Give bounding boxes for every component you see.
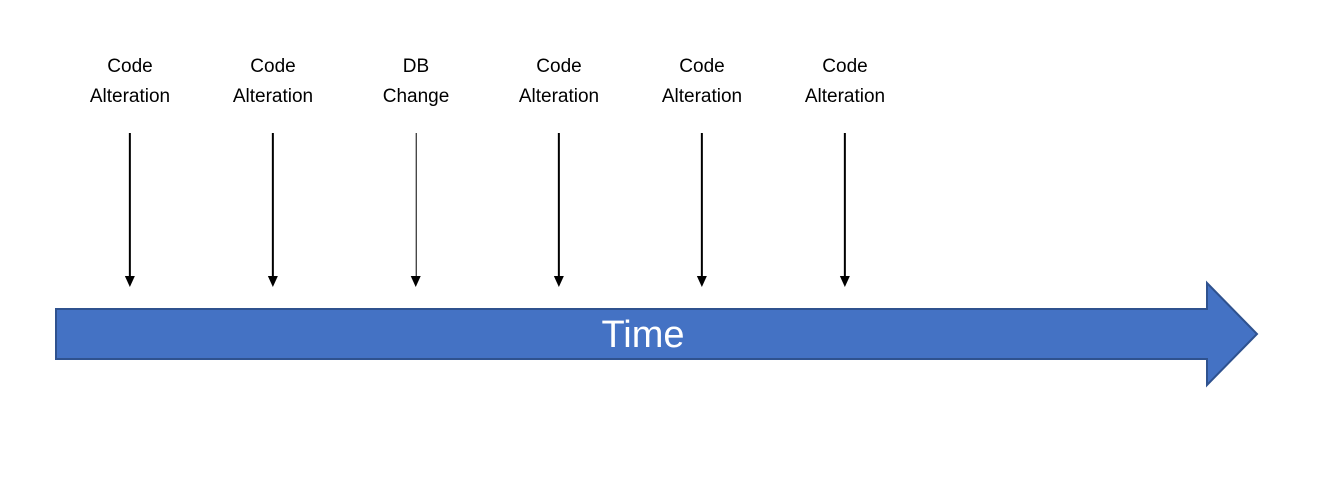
timeline-event: Code Alteration (233, 52, 313, 287)
down-arrowhead-icon (554, 276, 564, 287)
timeline-event: Code Alteration (519, 52, 599, 287)
time-axis-label: Time (601, 314, 684, 356)
down-arrow-line-icon (129, 133, 131, 276)
timeline-event: Code Alteration (662, 52, 742, 287)
down-arrow-line-icon (415, 133, 417, 276)
timeline-event: Code Alteration (805, 52, 885, 287)
down-arrowhead-icon (840, 276, 850, 287)
down-arrow-line-icon (272, 133, 274, 276)
down-arrowhead-icon (125, 276, 135, 287)
timeline-event: Code Alteration (90, 52, 170, 287)
event-label: DB Change (382, 56, 450, 107)
down-arrow-line-icon (701, 133, 703, 276)
event-label: Code Alteration (661, 56, 743, 107)
down-arrowhead-icon (268, 276, 278, 287)
event-label: Code Alteration (804, 56, 886, 107)
down-arrow-line-icon (558, 133, 560, 276)
event-label: Code Alteration (518, 56, 600, 107)
timeline-event: DB Change (382, 52, 450, 287)
event-label: Code Alteration (232, 56, 314, 107)
down-arrowhead-icon (411, 276, 421, 287)
down-arrowhead-icon (697, 276, 707, 287)
event-label: Code Alteration (89, 56, 171, 107)
time-arrow-shape (55, 280, 1259, 388)
down-arrow-line-icon (844, 133, 846, 276)
